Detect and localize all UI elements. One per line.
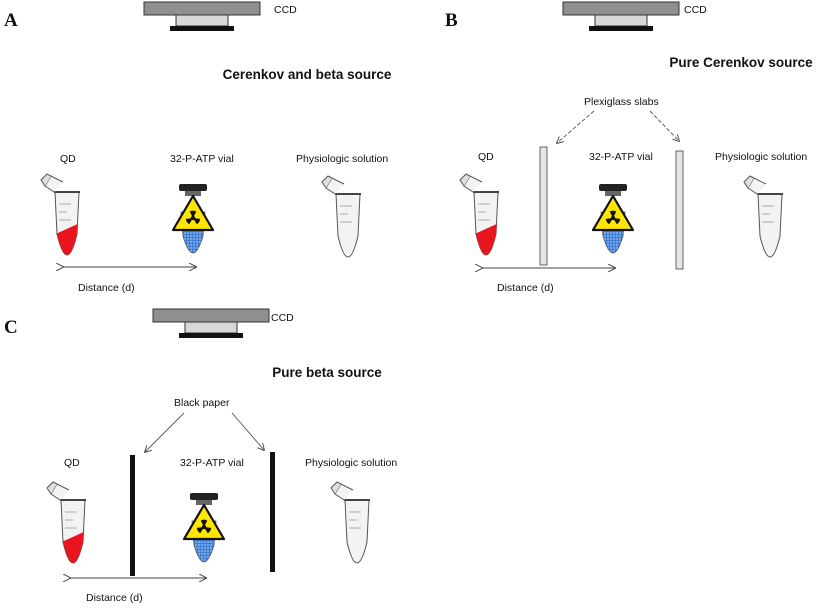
ccd-camera-c — [152, 308, 270, 339]
radioactive-vial-a — [171, 182, 215, 255]
qd-label-c: QD — [64, 457, 80, 469]
solution-tube-b — [743, 175, 784, 258]
solution-label-b: Physiologic solution — [715, 151, 807, 163]
panel-c: C CCD Pure beta source Black paper QD 32… — [4, 308, 397, 604]
black-paper-right — [270, 452, 275, 572]
solution-tube-c — [330, 481, 371, 564]
ccd-label-c: CCD — [271, 312, 294, 324]
solution-label-a: Physiologic solution — [296, 153, 388, 165]
distance-label-c: Distance (d) — [86, 592, 143, 604]
radioactive-vial-c — [182, 491, 226, 564]
ccd-label-b: CCD — [684, 4, 707, 16]
ccd-camera-a — [143, 1, 261, 32]
radioactive-vial-b — [591, 182, 635, 255]
panel-title-a: Cerenkov and beta source — [223, 67, 392, 82]
qd-label-a: QD — [60, 153, 76, 165]
distance-label-a: Distance (d) — [78, 282, 135, 294]
ccd-label-a: CCD — [274, 4, 297, 16]
slab-arrows-b — [557, 110, 679, 143]
distance-label-b: Distance (d) — [497, 282, 554, 294]
plexiglass-slab-left — [539, 146, 548, 266]
paper-label-c: Black paper — [174, 397, 230, 409]
panel-a: A CCD Cerenkov and beta source QD 32-P-A… — [4, 1, 392, 294]
qd-tube-c — [46, 481, 87, 564]
vial-label-c: 32-P-ATP vial — [180, 457, 244, 469]
vial-label-a: 32-P-ATP vial — [170, 153, 234, 165]
black-paper-left — [130, 455, 135, 576]
qd-tube-b — [459, 173, 500, 256]
panel-title-c: Pure beta source — [272, 365, 382, 380]
qd-label-b: QD — [478, 151, 494, 163]
panel-letter-c: C — [4, 317, 18, 338]
panel-letter-a: A — [4, 10, 18, 31]
solution-label-c: Physiologic solution — [305, 457, 397, 469]
vial-label-b: 32-P-ATP vial — [589, 151, 653, 163]
paper-arrows-c — [145, 412, 264, 452]
qd-tube-a — [40, 173, 81, 256]
solution-tube-a — [321, 175, 362, 258]
panel-letter-b: B — [445, 10, 458, 31]
panel-title-b: Pure Cerenkov source — [669, 55, 813, 70]
plexiglass-slab-right — [675, 150, 684, 270]
panel-b: B CCD Pure Cerenkov source Plexiglass sl… — [445, 1, 813, 294]
slabs-label-b: Plexiglass slabs — [584, 96, 659, 108]
ccd-camera-b — [562, 1, 680, 32]
